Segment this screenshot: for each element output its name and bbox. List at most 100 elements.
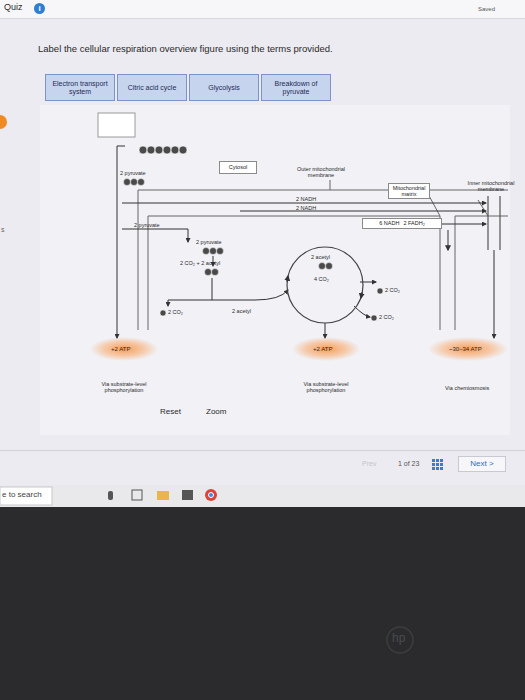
taskbar xyxy=(0,485,525,507)
node-text: Citric acid cycle xyxy=(128,84,177,92)
screen-background xyxy=(0,450,525,451)
molecule-label: 2 CO₂ + 2 acetyl xyxy=(180,260,220,266)
atp-glow xyxy=(428,337,508,361)
atp-yield: +2 ATP xyxy=(313,346,332,353)
molecule-label: 2 acetyl xyxy=(311,254,330,260)
electron-transport-membrane xyxy=(487,196,488,250)
page-grid-icon xyxy=(432,459,435,462)
molecule-label: 2 acetyl xyxy=(232,308,251,314)
screen-background xyxy=(0,18,525,19)
citric-acid-cycle xyxy=(287,276,288,282)
page-grid-icon xyxy=(436,467,439,470)
term-button: Citric acid cycle xyxy=(117,74,187,101)
pyruvate-molecule xyxy=(319,263,326,270)
glucose-molecule xyxy=(139,146,147,154)
screen-background xyxy=(0,0,525,485)
pyruvate-molecule xyxy=(124,179,384,322)
drop-target xyxy=(98,113,135,137)
citric-acid-cycle xyxy=(361,292,362,298)
glucose-molecule xyxy=(179,146,187,154)
pathway-arrow xyxy=(354,306,370,317)
pyruvate-molecule xyxy=(124,179,131,186)
screen-background xyxy=(0,115,7,129)
screen-background xyxy=(0,0,525,485)
pyruvate-molecule xyxy=(217,248,224,255)
pathway-arrow xyxy=(442,224,486,225)
pyruvate-molecule xyxy=(212,269,219,276)
product-label: 2 NADH xyxy=(296,205,316,211)
search-box: e to search xyxy=(2,491,42,500)
product-label: 2 NADH xyxy=(296,196,316,202)
page-grid-icon xyxy=(432,467,435,470)
taskbar xyxy=(0,485,525,507)
glucose-molecule xyxy=(139,146,187,154)
membrane-label: Inner mitochondrial membrane xyxy=(466,180,516,192)
info-icon: i xyxy=(34,3,45,14)
electron-transport-membrane xyxy=(499,196,500,250)
save-status: Saved xyxy=(478,6,495,13)
membrane xyxy=(148,216,440,330)
screen-background xyxy=(40,105,510,435)
node-text: Mitochondrial matrix xyxy=(390,185,428,197)
term-button: Glycolysis xyxy=(189,74,259,101)
node-text: 2 FADH₂ xyxy=(403,220,424,226)
pyruvate-molecule xyxy=(160,310,166,316)
citric-acid-cycle xyxy=(287,247,363,323)
pathway-arrow xyxy=(240,211,486,212)
membrane xyxy=(330,180,331,190)
edge-text: s xyxy=(1,226,5,234)
atp-glow xyxy=(292,337,360,361)
prev-button: Prev xyxy=(362,460,376,468)
page-grid-icon xyxy=(440,463,443,466)
pyruvate-molecule xyxy=(138,179,145,186)
membrane xyxy=(478,200,488,216)
term-button: Electron transport system xyxy=(45,74,115,101)
taskbar xyxy=(205,489,217,501)
region-tag: Mitochondrial matrix xyxy=(388,183,430,199)
glucose-molecule xyxy=(163,146,171,154)
page-grid-icon xyxy=(432,459,443,470)
node-text: Cytosol xyxy=(229,164,247,170)
node-text: Breakdown of pyruvate xyxy=(264,80,328,95)
taskbar xyxy=(0,487,52,505)
node-text: 6 NADH xyxy=(379,220,399,226)
citric-acid-cycle xyxy=(287,247,363,323)
process-note: Via chemiosmosis xyxy=(445,385,489,391)
molecule-label: 2 CO₂ xyxy=(385,287,400,293)
molecule-label: 2 CO₂ xyxy=(168,309,183,315)
membrane-label: Outer mitochondrial membrane xyxy=(296,166,346,178)
atp-yield: ~30–34 ATP xyxy=(449,346,482,353)
drop-target xyxy=(98,113,135,137)
page-grid-icon xyxy=(436,459,439,462)
quiz-prompt: Label the cellular respiration overview … xyxy=(38,43,333,54)
molecule-label: 2 pyruvate xyxy=(134,222,160,228)
molecule-label: 2 CO₂ xyxy=(379,314,394,320)
pathway-arrow xyxy=(122,229,188,242)
process-note: Via substrate-level phosphorylation xyxy=(98,381,150,393)
taskbar xyxy=(108,491,113,500)
taskbar xyxy=(209,493,214,498)
pathway-arrow xyxy=(325,323,326,338)
pyruvate-molecule xyxy=(210,248,217,255)
glucose-molecule xyxy=(155,146,163,154)
pyruvate-molecule xyxy=(203,248,210,255)
screen-background xyxy=(0,0,525,18)
pathway-arrow xyxy=(122,203,486,204)
laptop-bezel xyxy=(0,507,525,700)
molecule-label: 2 pyruvate xyxy=(196,239,222,245)
pyruvate-molecule xyxy=(371,315,377,321)
node-text: Glycolysis xyxy=(208,84,240,92)
electron-transport-membrane xyxy=(447,230,448,250)
node-text: Electron transport system xyxy=(48,80,112,95)
pyruvate-molecule xyxy=(131,179,138,186)
taskbar xyxy=(157,491,169,500)
page-grid-icon xyxy=(440,467,443,470)
term-button: Breakdown of pyruvate xyxy=(261,74,331,101)
process-note: Via substrate-level phosphorylation xyxy=(300,381,352,393)
region-tag: Cytosol xyxy=(219,161,257,174)
pathway-arrow xyxy=(168,278,212,306)
product-box: 6 NADH 2 FADH₂ xyxy=(362,218,442,229)
page-grid-icon xyxy=(436,463,439,466)
